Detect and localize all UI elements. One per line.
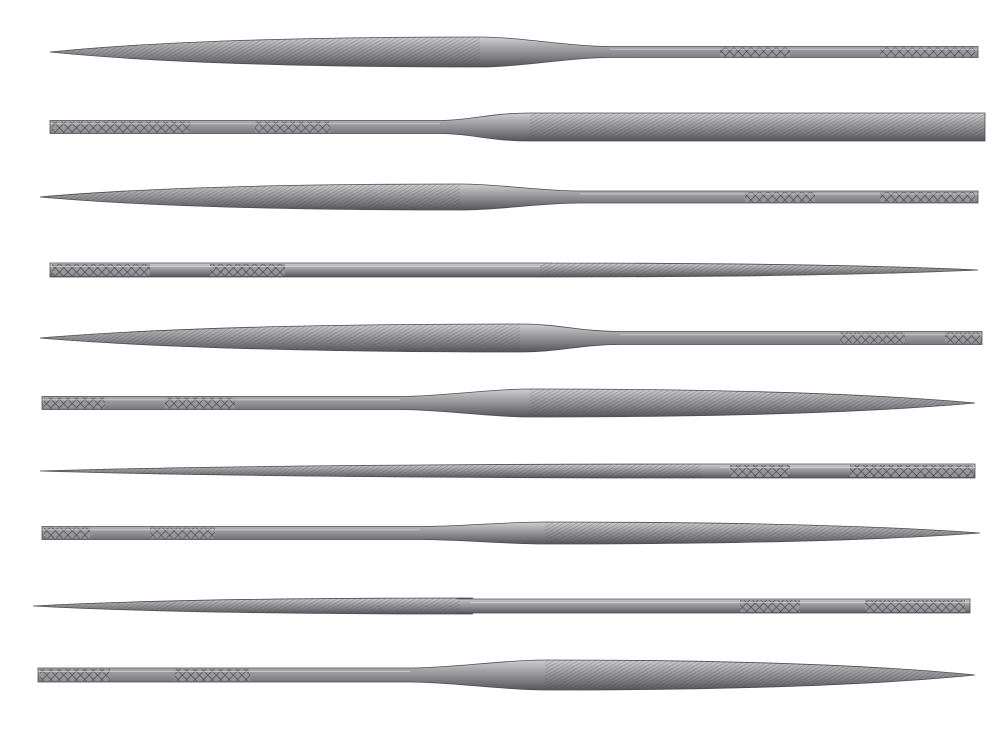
needle-file — [39, 183, 979, 211]
knurled-grip — [52, 121, 190, 133]
knurled-grip — [175, 669, 250, 681]
file-teeth — [530, 389, 975, 417]
knurled-grip — [150, 527, 215, 539]
knurled-grip — [740, 600, 800, 612]
knurled-grip — [730, 465, 790, 477]
needle-file — [32, 597, 971, 615]
knurled-grip — [165, 397, 235, 409]
needle-file — [49, 112, 986, 142]
knurled-grip — [40, 669, 110, 681]
needle-file — [41, 388, 976, 418]
knurled-grip — [945, 332, 980, 344]
knurled-grip — [745, 192, 815, 202]
needle-file — [41, 521, 981, 545]
needle-file — [39, 463, 976, 479]
needle-file — [49, 36, 979, 68]
knurled-grip — [840, 332, 905, 344]
file-teeth — [40, 464, 700, 478]
file-teeth — [40, 184, 460, 210]
file-teeth — [40, 324, 520, 352]
file-teeth — [545, 660, 975, 690]
file-teeth — [50, 37, 480, 67]
knurled-grip — [880, 192, 975, 202]
knurled-grip — [44, 527, 90, 539]
needle-file — [49, 262, 979, 278]
needle-file — [39, 323, 983, 353]
knurled-grip — [52, 264, 150, 276]
file-teeth — [530, 113, 985, 141]
knurled-grip — [850, 465, 973, 477]
knurled-grip — [210, 264, 285, 276]
needle-file — [37, 659, 976, 691]
knurled-grip — [720, 47, 790, 57]
file-teeth — [540, 263, 978, 277]
file-teeth — [545, 522, 980, 544]
knurled-grip — [865, 600, 965, 612]
file-teeth — [33, 598, 460, 614]
knurled-grip — [44, 397, 105, 409]
knurled-grip — [255, 121, 330, 133]
knurled-grip — [880, 47, 975, 57]
